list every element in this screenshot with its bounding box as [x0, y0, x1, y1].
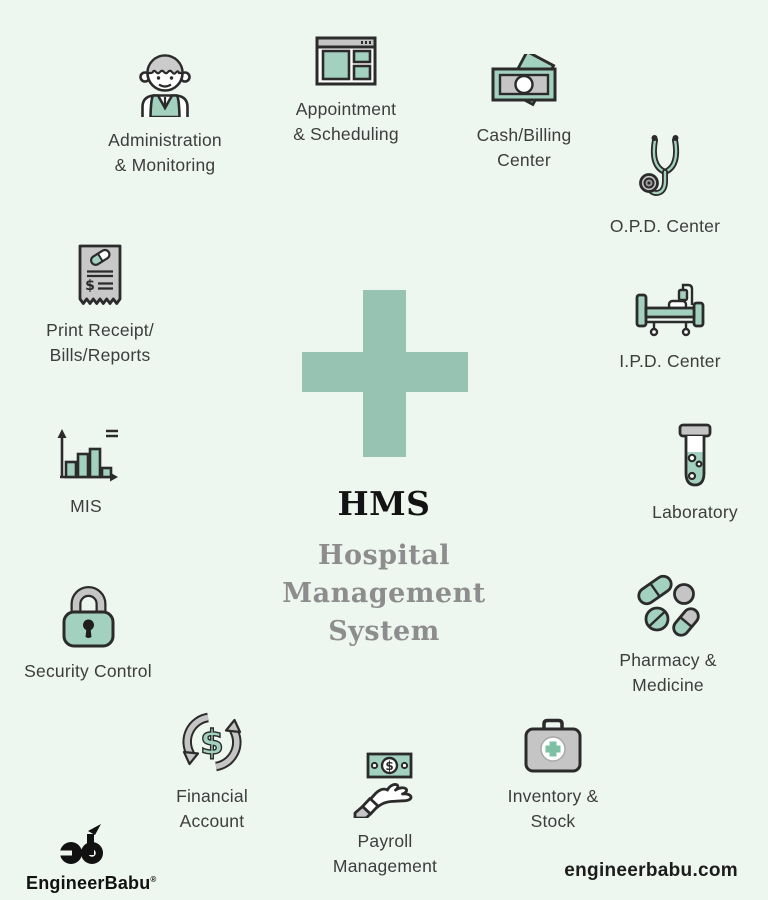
label-line: Account: [179, 811, 245, 831]
module-financial: $ Financial Account: [139, 711, 285, 834]
label-line: Laboratory: [652, 502, 738, 522]
module-label: Payroll Management: [333, 829, 437, 879]
module-label: MIS: [70, 494, 102, 519]
module-label: Print Receipt/ Bills/Reports: [46, 318, 154, 368]
module-label: Security Control: [24, 659, 152, 684]
label-line: Payroll: [357, 831, 413, 851]
website-link: engineerbabu.com: [564, 860, 738, 881]
label-line: & Scheduling: [293, 124, 399, 144]
browser-window-icon: [315, 36, 377, 86]
page-subtitle: Hospital Management System: [224, 537, 544, 651]
brand-text: EngineerBabu: [26, 873, 151, 893]
label-line: Stock: [530, 811, 576, 831]
dollar-cycle-icon: $: [182, 711, 242, 773]
module-ipd-center: I.P.D. Center: [595, 281, 745, 374]
module-label: Laboratory: [652, 500, 738, 525]
label-line: Management: [332, 856, 438, 876]
label-line: Administration: [108, 130, 222, 150]
first-aid-kit-icon: [522, 717, 584, 773]
brand-block: EngineerBabu®: [26, 822, 156, 894]
label-line: Print Receipt/: [46, 320, 154, 340]
module-label: I.P.D. Center: [619, 349, 721, 374]
brand-name: EngineerBabu®: [26, 873, 156, 894]
banknote-icon: [491, 54, 557, 112]
label-line: Inventory &: [507, 786, 599, 806]
subtitle-line: Hospital: [317, 540, 451, 571]
subtitle-line: Management System: [282, 578, 486, 647]
label-line: I.P.D. Center: [619, 351, 721, 371]
module-payroll: $ Payroll Management: [303, 752, 467, 879]
label-line: Security Control: [24, 661, 152, 681]
money-in-hand-icon: $: [353, 752, 417, 818]
module-mis: MIS: [26, 427, 146, 519]
module-label: Pharmacy & Medicine: [619, 648, 716, 698]
stethoscope-icon: [639, 133, 691, 203]
module-label: O.P.D. Center: [610, 214, 720, 239]
svg-text:$: $: [200, 723, 224, 763]
label-line: O.P.D. Center: [609, 216, 721, 236]
label-line: Pharmacy &: [619, 650, 717, 670]
svg-text:$: $: [85, 278, 95, 294]
label-line: Financial: [176, 786, 248, 806]
module-administration: Administration & Monitoring: [75, 51, 255, 178]
module-cash-billing: Cash/Billing Center: [449, 54, 599, 173]
label-line: MIS: [70, 496, 102, 516]
label-line: Center: [497, 150, 551, 170]
module-appointment: Appointment & Scheduling: [261, 36, 431, 147]
module-label: Administration & Monitoring: [108, 128, 222, 178]
svg-text:$: $: [385, 759, 393, 773]
label-line: & Monitoring: [114, 155, 216, 175]
label-line: Appointment: [295, 99, 397, 119]
module-laboratory: Laboratory: [625, 423, 765, 525]
bar-chart-icon: [52, 427, 120, 483]
page-title: HMS: [337, 484, 431, 523]
module-opd-center: O.P.D. Center: [585, 133, 745, 239]
label-line: Medicine: [632, 675, 704, 695]
pills-icon: [634, 573, 702, 637]
module-print-receipt: $ Print Receipt/ Bills/Reports: [20, 243, 180, 368]
module-label: Inventory & Stock: [508, 784, 599, 834]
registered-mark: ®: [150, 875, 157, 884]
module-pharmacy: Pharmacy & Medicine: [595, 573, 741, 698]
receipt-icon: $: [75, 243, 125, 307]
test-tube-icon: [675, 423, 715, 489]
module-inventory: Inventory & Stock: [480, 717, 626, 834]
padlock-icon: [61, 586, 115, 648]
person-icon: [136, 51, 194, 117]
module-label: Cash/Billing Center: [477, 123, 572, 173]
label-line: Bills/Reports: [49, 345, 151, 365]
module-security: Security Control: [3, 586, 173, 684]
hms-cross-icon: [302, 290, 468, 457]
hospital-bed-icon: [635, 281, 705, 338]
module-label: Appointment & Scheduling: [293, 97, 399, 147]
module-label: Financial Account: [176, 784, 248, 834]
label-line: Cash/Billing: [476, 125, 572, 145]
engineerbabu-logo-icon: [26, 822, 140, 871]
